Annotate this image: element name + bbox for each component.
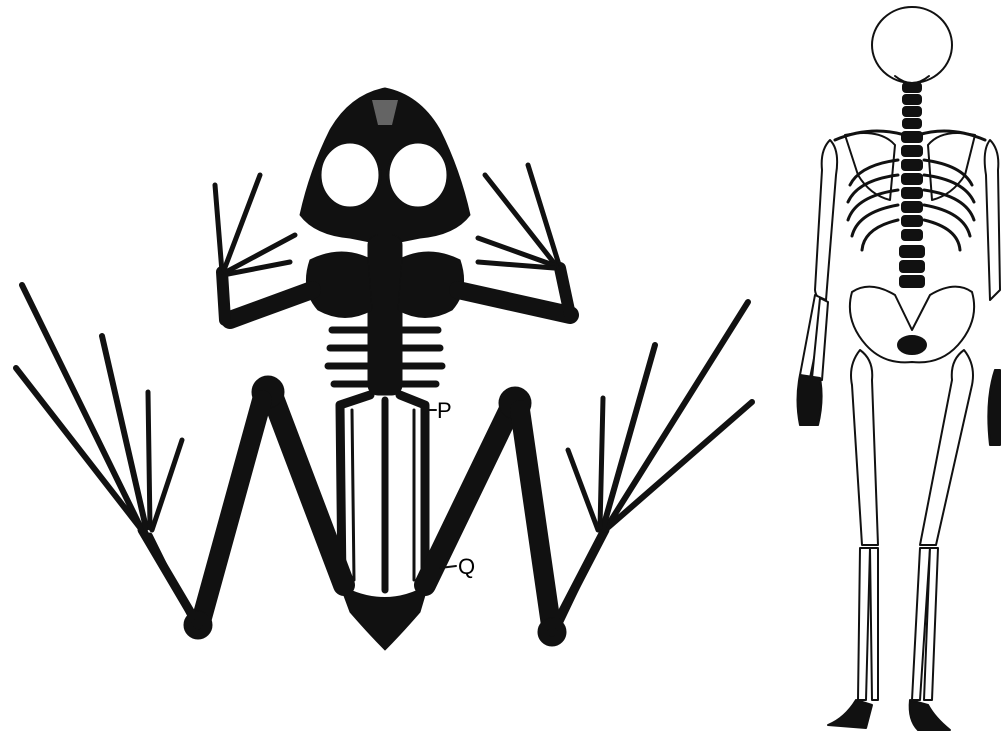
human-skull [872,7,952,83]
frog-skeleton [16,88,752,650]
frog-right-forelimb [458,165,570,315]
frog-left-hindlimb [16,285,344,639]
human-right-arm [985,140,1000,445]
human-cervical-spine [903,83,921,128]
frog-left-forelimb [215,175,312,320]
frog-right-hindlimb [425,302,752,646]
human-skeleton [798,7,1001,730]
frog-pelvis [340,395,425,590]
label-p: P [437,398,452,423]
frog-ischium [340,585,428,650]
label-q: Q [458,554,475,579]
frog-skull [300,88,470,245]
human-right-leg [910,350,973,730]
human-left-arm [798,140,838,425]
human-left-leg [828,350,878,728]
frog-spine [368,235,402,395]
human-spine [900,132,924,287]
frog-left-orbit [320,142,380,208]
frog-right-orbit [388,142,448,208]
